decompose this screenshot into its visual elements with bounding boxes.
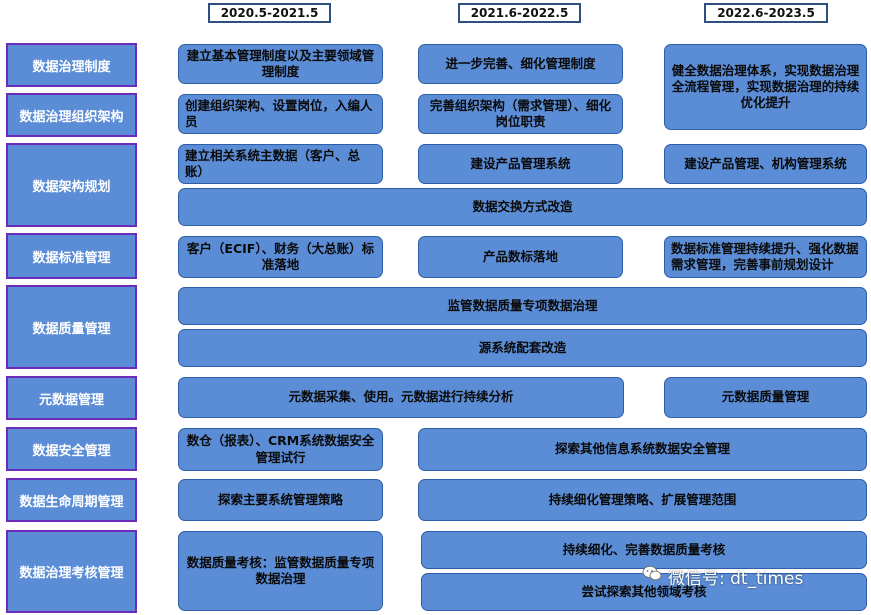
row-label-data-lifecycle: 数据生命周期管理 <box>6 478 137 522</box>
task-security-pilot: 数仓（报表）、CRM系统数据安全管理试行 <box>178 428 383 471</box>
task-refine-organization: 完善组织架构（需求管理）、细化岗位职责 <box>418 94 623 134</box>
task-product-org-system: 建设产品管理、机构管理系统 <box>664 144 867 184</box>
row-label-governance-organization: 数据治理组织架构 <box>6 93 137 137</box>
watermark-text: 微信号: dt_times <box>668 568 804 589</box>
row-label-governance-assessment: 数据治理考核管理 <box>6 530 137 613</box>
task-lifecycle-strategy: 探索主要系统管理策略 <box>178 479 383 521</box>
row-label-data-security: 数据安全管理 <box>6 427 137 471</box>
task-product-standards: 产品数标落地 <box>418 236 623 278</box>
task-create-organization: 创建组织架构、设置岗位，入编人员 <box>178 94 383 134</box>
task-standards-improvement: 数据标准管理持续提升、强化数据需求管理，完善事前规划设计 <box>664 236 867 278</box>
task-governance-system: 健全数据治理体系，实现数据治理全流程管理，实现数据治理的持续优化提升 <box>664 44 867 130</box>
phase-header-2: 2021.6-2022.5 <box>458 3 581 23</box>
row-label-metadata: 元数据管理 <box>6 376 137 420</box>
task-master-data: 建立相关系统主数据（客户、总账） <box>178 144 383 184</box>
task-metadata-quality: 元数据质量管理 <box>664 377 867 418</box>
task-regulatory-quality: 监管数据质量专项数据治理 <box>178 287 867 325</box>
task-source-system-retrofit: 源系统配套改造 <box>178 329 867 367</box>
row-label-data-quality: 数据质量管理 <box>6 285 137 369</box>
task-basic-policy: 建立基本管理制度以及主要领域管理制度 <box>178 44 383 84</box>
task-lifecycle-refine: 持续细化管理策略、扩展管理范围 <box>418 479 867 521</box>
task-metadata-collection: 元数据采集、使用。元数据进行持续分析 <box>178 377 624 418</box>
task-assessment-refine: 持续细化、完善数据质量考核 <box>421 531 867 569</box>
task-data-exchange: 数据交换方式改造 <box>178 188 867 226</box>
phase-header-1: 2020.5-2021.5 <box>208 3 331 23</box>
wechat-icon <box>642 565 662 587</box>
task-refine-policy: 进一步完善、细化管理制度 <box>418 44 623 84</box>
task-customer-finance-standards: 客户（ECIF）、财务（大总账）标准落地 <box>178 236 383 278</box>
row-label-data-standards: 数据标准管理 <box>6 233 137 279</box>
task-quality-assessment: 数据质量考核：监管数据质量专项数据治理 <box>178 531 383 611</box>
row-label-governance-policy: 数据治理制度 <box>6 43 137 87</box>
task-assessment-explore: 尝试探索其他领域考核 <box>421 573 867 611</box>
task-security-explore: 探索其他信息系统数据安全管理 <box>418 428 867 471</box>
row-label-data-architecture: 数据架构规划 <box>6 143 137 227</box>
watermark: 微信号: dt_times <box>642 562 803 590</box>
task-product-system: 建设产品管理系统 <box>418 144 623 184</box>
phase-header-3: 2022.6-2023.5 <box>704 3 828 23</box>
